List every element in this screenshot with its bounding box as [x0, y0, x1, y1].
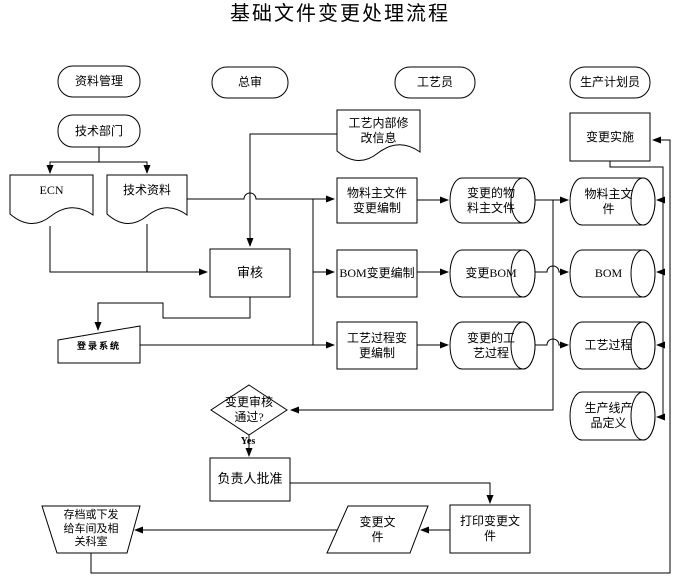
node-production-line-product-def-end	[630, 391, 656, 441]
connector-modinfo-to-review	[246, 133, 337, 247]
node-approver-approve-shape	[209, 457, 291, 502]
shapes	[9, 65, 656, 554]
connector-implement-distribution	[609, 161, 664, 417]
node-change-review-pass-shape	[210, 384, 288, 436]
node-tech-department-shape	[57, 114, 141, 148]
node-changed-process-end	[510, 321, 536, 370]
connector-review-to-login	[94, 297, 251, 331]
node-changed-material-master-end	[510, 177, 536, 224]
connector-approve-to-print	[290, 482, 494, 504]
node-change-doc-shape	[326, 505, 429, 554]
connector-changedbom-to-bom	[535, 265, 569, 276]
node-archive-distribute-shape	[41, 505, 141, 554]
lane-chief-review-shape	[211, 66, 289, 99]
node-print-change-doc-shape	[449, 504, 531, 554]
node-process-change-edit-shape	[336, 321, 418, 370]
node-material-master-end	[630, 177, 656, 226]
connector-archive-to-implement	[90, 136, 671, 574]
connectors	[46, 133, 671, 574]
node-bom-change-edit-shape	[336, 249, 418, 298]
node-process-internal-mod-info-shape	[336, 109, 421, 161]
lane-process-engineer-shape	[394, 66, 476, 99]
connector-techdept-to-ecn	[46, 161, 99, 174]
node-review-shape	[209, 248, 291, 298]
node-bom-end	[630, 249, 656, 298]
lane-data-management-shape	[57, 65, 141, 98]
node-login-system-shape	[57, 325, 141, 364]
connector-techdata-to-materialedit	[187, 192, 335, 203]
connector-changedprocess-to-process	[535, 338, 569, 349]
node-tech-data-shape	[106, 174, 188, 224]
lane-production-planner-shape	[569, 66, 651, 99]
connector-ecn-to-review	[49, 226, 208, 276]
node-material-master-change-edit-shape	[336, 177, 418, 224]
node-change-implement-shape	[569, 112, 651, 162]
node-ecn-shape	[9, 174, 94, 224]
node-changed-bom-end	[510, 249, 536, 298]
connector-to-decision	[290, 200, 554, 414]
connector-techdept-to-techdata	[99, 161, 151, 174]
node-process-end	[630, 321, 656, 370]
